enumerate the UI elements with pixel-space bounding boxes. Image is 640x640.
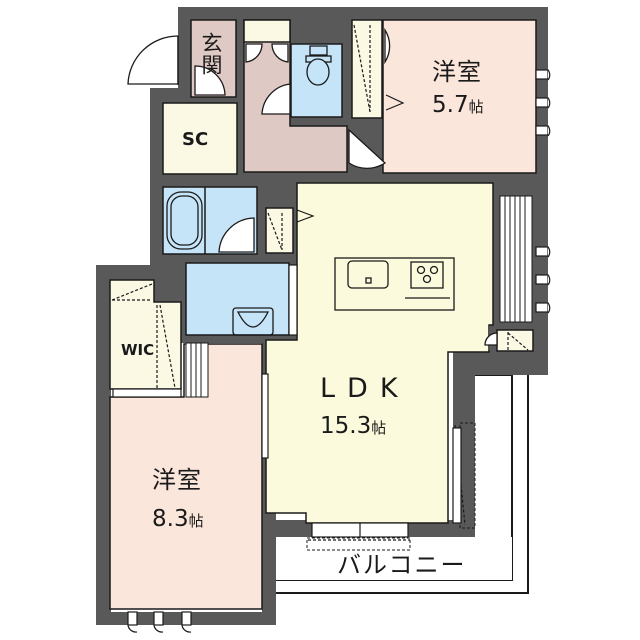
wic-floor bbox=[109, 279, 182, 390]
bedroom-south-name: 洋室 bbox=[152, 466, 202, 494]
tatami-unit: 帖 bbox=[371, 419, 387, 437]
side-windows bbox=[127, 69, 551, 633]
balcony-label: バルコニー bbox=[337, 551, 467, 579]
sliding-doors bbox=[112, 264, 462, 538]
sink-icon bbox=[347, 260, 389, 289]
wic-label: WIC bbox=[121, 341, 155, 359]
bedroom-south-size: 8.3帖 bbox=[152, 508, 204, 531]
kitchen-counter bbox=[334, 257, 455, 311]
shoe-closet-label: SC bbox=[182, 129, 209, 150]
entrance-door bbox=[127, 35, 179, 85]
shoe-closet-floor bbox=[162, 102, 238, 175]
washroom bbox=[185, 262, 290, 336]
ldk-size-value: 15.3 bbox=[320, 413, 372, 439]
arrow-markers bbox=[296, 94, 405, 223]
washbasin-icon bbox=[232, 307, 274, 336]
toilet-icon bbox=[305, 45, 332, 86]
stove-icon bbox=[410, 261, 444, 289]
bedroom-north-size: 5.7帖 bbox=[432, 94, 484, 117]
tatami-unit: 帖 bbox=[468, 98, 484, 116]
doors bbox=[127, 27, 498, 346]
balcony-area bbox=[272, 374, 529, 594]
bedroom-north-size-value: 5.7 bbox=[432, 92, 469, 118]
tatami-unit: 帖 bbox=[188, 512, 204, 530]
window-hatch bbox=[185, 195, 533, 398]
entrance-label: 玄関 bbox=[199, 32, 223, 76]
ldk-storage bbox=[265, 207, 294, 254]
bedroom-south-size-value: 8.3 bbox=[152, 506, 189, 532]
bedroom-south-floor bbox=[109, 343, 263, 610]
ldk-size: 15.3帖 bbox=[320, 415, 386, 438]
ldk-closet-right bbox=[496, 329, 534, 352]
hall-closet bbox=[243, 19, 291, 43]
bedroom-north-name: 洋室 bbox=[432, 58, 482, 86]
bedroom-closet-north bbox=[351, 19, 383, 119]
bathtub-icon bbox=[166, 191, 203, 250]
ldk-name: LDK bbox=[320, 373, 410, 404]
bedroom-north-floor bbox=[382, 19, 537, 174]
